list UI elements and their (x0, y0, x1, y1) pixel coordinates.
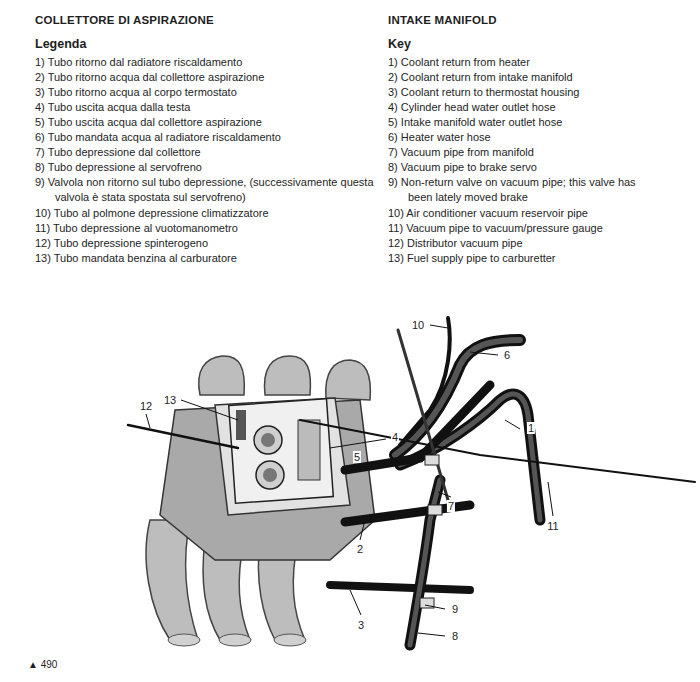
key-item: 12) Distributor vacuum pipe (388, 236, 658, 251)
key-heading: Legenda (35, 37, 86, 51)
key-item: 2) Tubo ritorno acqua dal collettore asp… (35, 70, 375, 85)
key-item: 12) Tubo depressione spinterogeno (35, 236, 375, 251)
heading: COLLETTORE DI ASPIRAZIONE (35, 14, 214, 26)
key-item: 1) Tubo ritorno dal radiatore riscaldame… (35, 55, 375, 70)
callout-number: 11 (546, 520, 559, 532)
callout-number: 10 (411, 319, 425, 331)
key-item: 9) Non-return valve on vacuum pipe; this… (388, 175, 658, 206)
key-item: 8) Vacuum pipe to brake servo (388, 160, 658, 175)
key-item: 13) Tubo mandata benzina al carburatore (35, 251, 375, 266)
key-item: 5) Tubo uscita acqua dal collettore aspi… (35, 115, 375, 130)
key-item: 6) Tubo mandata acqua al radiatore risca… (35, 130, 375, 145)
key-item: 11) Tubo depressione al vuotomanometro (35, 221, 375, 236)
key-item: 1) Coolant return from heater (388, 55, 658, 70)
callout-number: 6 (503, 349, 511, 361)
key-item: 4) Tubo uscita acqua dalla testa (35, 100, 375, 115)
key-item: 2) Coolant return from intake manifold (388, 70, 658, 85)
key-item: 3) Tubo ritorno acqua al corpo termostat… (35, 85, 375, 100)
key-item: 4) Cylinder head water outlet hose (388, 100, 658, 115)
callout-number: 7 (447, 500, 455, 512)
callout-number: 4 (391, 431, 399, 443)
key-item: 7) Vacuum pipe from manifold (388, 145, 658, 160)
callout-number: 5 (353, 451, 361, 463)
key-item: 11) Vacuum pipe to vacuum/pressure gauge (388, 221, 658, 236)
key-item: 6) Heater water hose (388, 130, 658, 145)
key-item: 7) Tubo depressione dal collettore (35, 145, 375, 160)
callout-number: 9 (451, 603, 459, 615)
key-item: 13) Fuel supply pipe to carburetter (388, 251, 658, 266)
key-item: 10) Air conditioner vacuum reservoir pip… (388, 206, 658, 221)
key-item: 10) Tubo al polmone depressione climatiz… (35, 206, 375, 221)
callout-number: 1 (527, 422, 535, 434)
callout-number: 13 (163, 394, 177, 406)
callout-number: 12 (139, 400, 153, 412)
heading: INTAKE MANIFOLD (388, 14, 497, 26)
key-item: 8) Tubo depressione al servofreno (35, 160, 375, 175)
key-item: 9) Valvola non ritorno sul tubo depressi… (35, 175, 375, 206)
callout-number: 3 (357, 619, 365, 631)
key-heading: Key (388, 37, 411, 51)
key-item: 5) Intake manifold water outlet hose (388, 115, 658, 130)
key-item: 3) Coolant return to thermostat housing (388, 85, 658, 100)
callout-number: 8 (451, 630, 459, 642)
callout-number: 2 (356, 543, 364, 555)
page-number: ▲ 490 (28, 659, 57, 670)
